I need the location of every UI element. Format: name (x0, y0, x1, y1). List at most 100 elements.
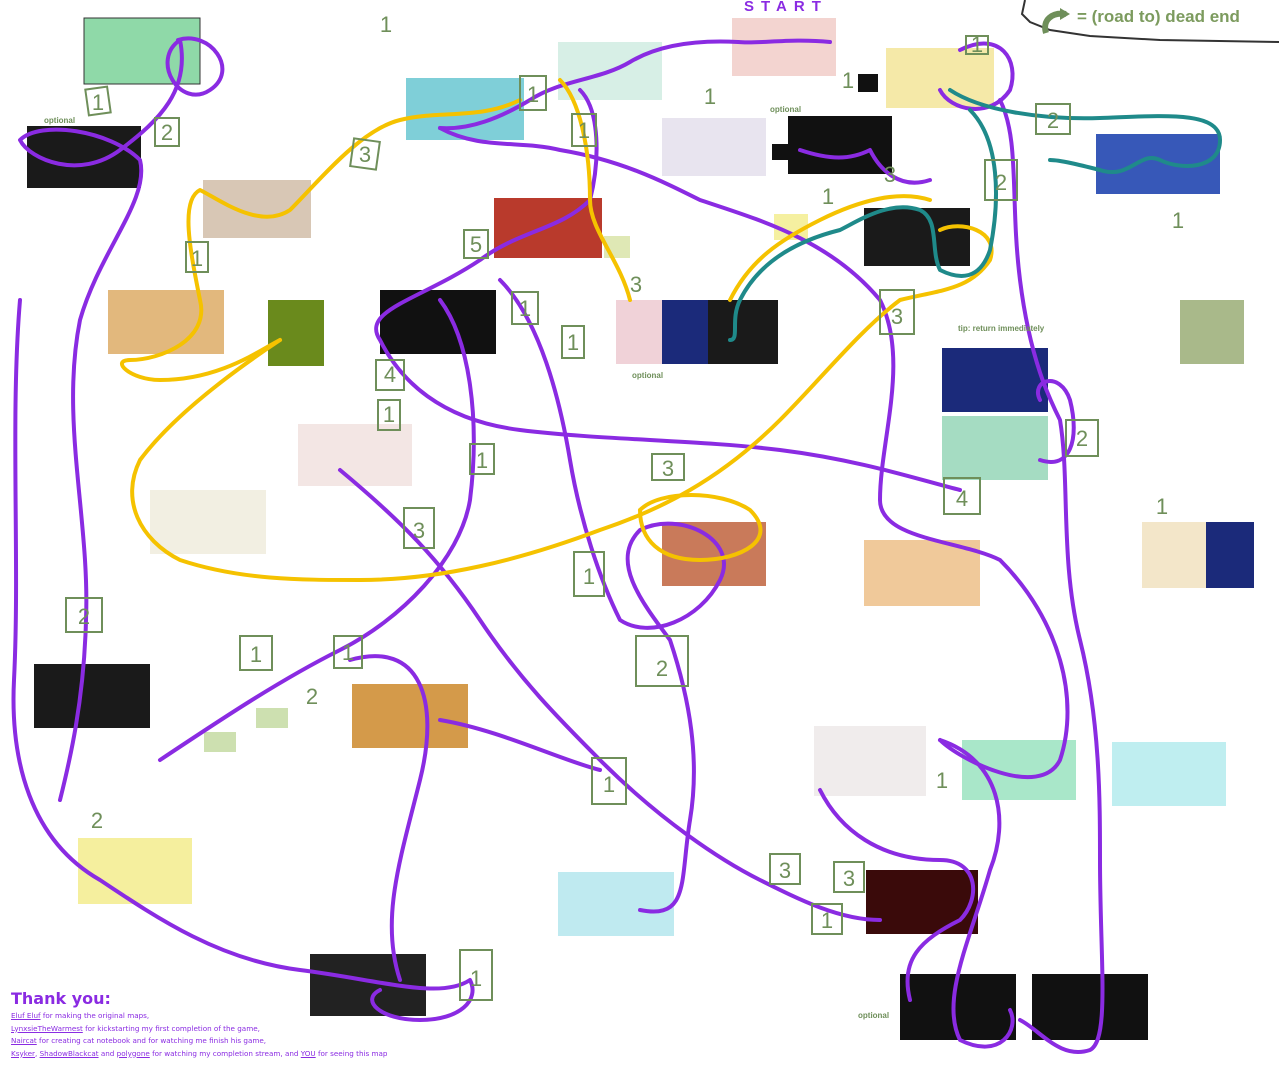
room-thumb (864, 208, 970, 266)
room-thumb (788, 116, 892, 174)
svg-text:4: 4 (384, 362, 396, 387)
svg-text:1: 1 (1156, 494, 1168, 519)
room-thumb (352, 684, 468, 748)
room-thumb (942, 416, 1048, 480)
svg-text:1: 1 (383, 402, 395, 427)
svg-text:3: 3 (843, 866, 855, 891)
svg-text:3: 3 (779, 858, 791, 883)
room-thumb (1180, 300, 1244, 364)
credit-text: and (98, 1048, 117, 1058)
room-thumb (1206, 522, 1254, 588)
room-thumb (34, 664, 150, 728)
svg-text:1: 1 (821, 908, 833, 933)
svg-text:1: 1 (583, 564, 595, 589)
credit-link[interactable]: polygone (116, 1048, 150, 1058)
room-thumbnails (27, 17, 1254, 1040)
room-thumb (203, 180, 311, 238)
room-thumb (108, 290, 224, 354)
room-thumb (866, 870, 978, 934)
credits-line: Ksyker, ShadowBlackcat and polygone for … (11, 1048, 388, 1061)
credit-link[interactable]: LynxsieTheWarmest (11, 1023, 83, 1033)
svg-text:1: 1 (822, 184, 834, 209)
tip-label: tip: return immediately (958, 324, 1045, 333)
room-thumb (27, 126, 141, 188)
credits-line: Eluf Eluf for making the original maps, (11, 1010, 388, 1023)
credit-link[interactable]: Naircat (11, 1036, 37, 1045)
credit-text: for making the original maps, (40, 1011, 150, 1020)
credit-text: for seeing this map (315, 1048, 388, 1058)
credits-line: LynxsieTheWarmest for kickstarting my fi… (11, 1023, 388, 1036)
svg-text:1: 1 (1172, 208, 1184, 233)
credits-line: Naircat for creating cat notebook and fo… (11, 1035, 388, 1048)
svg-text:2: 2 (161, 120, 173, 145)
legend-box-border (1020, 0, 1279, 43)
svg-text:1: 1 (936, 768, 948, 793)
svg-text:1: 1 (842, 68, 854, 93)
route-number-boxes (65, 35, 1099, 1001)
dead-end-arrow-head (1060, 8, 1070, 20)
svg-text:3: 3 (413, 518, 425, 543)
room-thumb (150, 490, 266, 554)
svg-text:1: 1 (603, 772, 615, 797)
room-thumb (380, 290, 496, 354)
svg-text:4: 4 (956, 486, 968, 511)
room-thumb (558, 872, 674, 936)
room-thumb (1142, 522, 1206, 588)
room-thumb (662, 300, 708, 364)
svg-text:1: 1 (342, 640, 354, 665)
svg-text:3: 3 (891, 304, 903, 329)
credit-text: for creating cat notebook and for watchi… (36, 1036, 267, 1045)
teal-route (728, 88, 1222, 342)
yellow-route (120, 78, 994, 582)
svg-text:1: 1 (92, 90, 104, 115)
room-thumb (858, 74, 878, 92)
room-thumb (256, 708, 288, 728)
room-thumb (78, 838, 192, 904)
svg-text:1: 1 (527, 82, 539, 107)
room-thumb (1032, 974, 1148, 1040)
room-thumb (900, 974, 1016, 1040)
purple-route (11, 36, 1105, 1054)
room-thumb (708, 300, 778, 364)
room-thumb (732, 18, 836, 76)
svg-text:1: 1 (250, 642, 262, 667)
svg-text:3: 3 (662, 456, 674, 481)
svg-text:1: 1 (704, 84, 716, 109)
svg-text:1: 1 (380, 12, 392, 37)
room-thumb (864, 540, 980, 606)
svg-text:1: 1 (578, 118, 590, 143)
room-thumb (814, 726, 926, 796)
room-thumb (662, 118, 766, 176)
room-thumb (1112, 742, 1226, 806)
room-thumb (204, 732, 236, 752)
room-thumb (298, 424, 412, 486)
legend-text: = (road to) dead end (1077, 7, 1240, 26)
credit-link[interactable]: ShadowBlackcat (39, 1048, 99, 1058)
svg-text:2: 2 (1047, 108, 1059, 133)
room-thumb (616, 300, 662, 364)
svg-text:1: 1 (476, 448, 488, 473)
svg-text:3: 3 (884, 162, 896, 187)
svg-text:1: 1 (191, 246, 203, 271)
room-thumb (962, 740, 1076, 800)
svg-text:3: 3 (359, 142, 371, 167)
svg-text:2: 2 (306, 684, 318, 709)
route-number-labels: 1 2 3 1 1 1 5 1 1 4 1 1 3 1 3 3 2 2 2 2 … (78, 12, 1184, 991)
room-thumb (772, 144, 788, 160)
credit-link[interactable]: Eluf Eluf (11, 1011, 41, 1020)
credit-link[interactable]: Ksyker (11, 1048, 35, 1058)
credits-block: Thank you: Eluf Eluf for making the orig… (11, 989, 388, 1060)
optional-label: optional (770, 105, 802, 114)
credit-link[interactable]: YOU (300, 1048, 316, 1058)
svg-text:2: 2 (656, 656, 668, 681)
room-thumb (662, 522, 766, 586)
credits-title: Thank you: (11, 989, 111, 1008)
svg-text:3: 3 (630, 272, 642, 297)
svg-text:1: 1 (567, 330, 579, 355)
optional-label: optional (858, 1011, 890, 1020)
svg-text:2: 2 (995, 170, 1007, 195)
credit-text: , (35, 1048, 40, 1058)
optional-label: optional (632, 371, 664, 380)
room-thumb (942, 348, 1048, 412)
